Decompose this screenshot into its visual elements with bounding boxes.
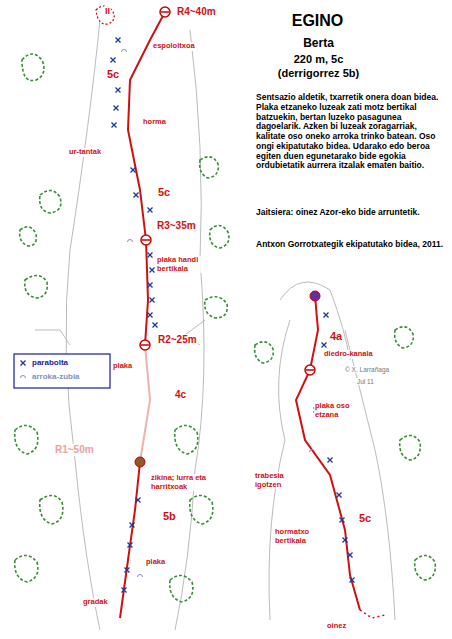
- feature-label: diedro-kanala: [323, 350, 374, 359]
- bolt-mark: [337, 493, 342, 498]
- legend-frame: [14, 354, 110, 388]
- route-line: [120, 462, 140, 618]
- bolt-mark: [116, 88, 121, 93]
- bolt-mark: [114, 106, 119, 111]
- feature-label: plaka: [112, 362, 133, 371]
- title: EGINO: [255, 12, 380, 30]
- grade-label: 5b: [162, 510, 177, 523]
- watermark: Jul 11: [356, 378, 375, 385]
- rock-bridge-mark: [310, 450, 315, 453]
- feature-label: ur-tantak: [68, 148, 102, 157]
- bolt-mark: [148, 208, 153, 213]
- bolt-mark: [322, 343, 327, 348]
- bolt-mark: [112, 123, 117, 128]
- description: Sentsazio aldetik, txarretik onera doan …: [255, 93, 449, 171]
- legend-text: parabolta: [32, 358, 68, 367]
- feature-label: horma: [142, 118, 167, 127]
- belay-label: R2~25m: [157, 334, 198, 346]
- route-name: Berta: [255, 37, 382, 51]
- feature-label: plaka handi bertikala: [156, 256, 208, 273]
- bolt-mark: [134, 193, 139, 198]
- belay-station: [135, 457, 145, 467]
- bolt-mark: [148, 313, 153, 318]
- feature-label: oinez: [326, 622, 347, 631]
- rock-bridge-mark: [128, 240, 133, 243]
- bolt-mark: [125, 568, 130, 573]
- belay-label: R1~50m: [54, 444, 95, 456]
- grade-label: 5c: [157, 186, 171, 199]
- bolt-mark: [324, 313, 329, 318]
- bolt-mark: [111, 58, 116, 63]
- grade-label: 5c: [106, 68, 120, 81]
- feature-label: gradak: [82, 598, 109, 607]
- feature-label: plaka oso etzana: [314, 402, 356, 419]
- credit-note: Antxon Gorrotxategik ekipatutako bidea, …: [255, 240, 449, 250]
- route-length: 220 m, 5c: [255, 53, 382, 66]
- bolt-mark: [116, 38, 121, 43]
- top-station: [310, 291, 320, 301]
- rock-bridge-mark: [138, 575, 143, 578]
- feature-label: plaka: [145, 558, 166, 567]
- bolt-mark: [148, 283, 153, 288]
- route-line: [140, 345, 150, 462]
- route-line: [296, 296, 360, 610]
- route-grade: (derrigorrez 5b): [255, 67, 382, 80]
- grade-label: 4c: [174, 389, 187, 401]
- feature-label: hormatxo bertikala: [274, 528, 326, 545]
- bolt-mark: [21, 361, 26, 366]
- grade-label: 4a: [329, 330, 343, 343]
- bolt-mark: [150, 268, 155, 273]
- grade-label: 5c: [358, 512, 372, 525]
- legend-text: arroka-zubia: [32, 372, 80, 381]
- grade-label: II: [104, 6, 111, 16]
- bolt-mark: [348, 553, 353, 558]
- bolt-mark: [136, 498, 141, 503]
- route-line: [128, 12, 165, 345]
- bolt-mark: [150, 298, 155, 303]
- belay-label: R4~40m: [176, 6, 217, 18]
- rock-bridge-mark: [21, 376, 26, 379]
- bolt-mark: [122, 588, 127, 593]
- watermark: © X. Larrañaga: [344, 366, 390, 373]
- descent-note: Jaitsiera: oinez Azor-eko bide arrunteti…: [255, 208, 449, 218]
- rock-bridge-mark: [122, 50, 127, 52]
- bolt-mark: [340, 518, 345, 523]
- bolt-mark: [343, 538, 348, 543]
- bolt-mark: [350, 578, 355, 583]
- bolt-mark: [328, 458, 333, 463]
- approach-line: [360, 610, 385, 618]
- feature-label: espoloitxoa: [152, 42, 196, 51]
- feature-label: trabesia igotzen: [254, 472, 298, 489]
- bolt-mark: [130, 523, 135, 528]
- bolt-mark: [131, 168, 136, 173]
- top-bush: [96, 6, 114, 24]
- bolt-mark: [128, 543, 133, 548]
- bolt-mark: [153, 323, 158, 328]
- feature-label: zikina; lurra eta harritxoak: [150, 474, 212, 491]
- belay-label: R3~35m: [156, 220, 197, 232]
- bolt-mark: [148, 253, 153, 258]
